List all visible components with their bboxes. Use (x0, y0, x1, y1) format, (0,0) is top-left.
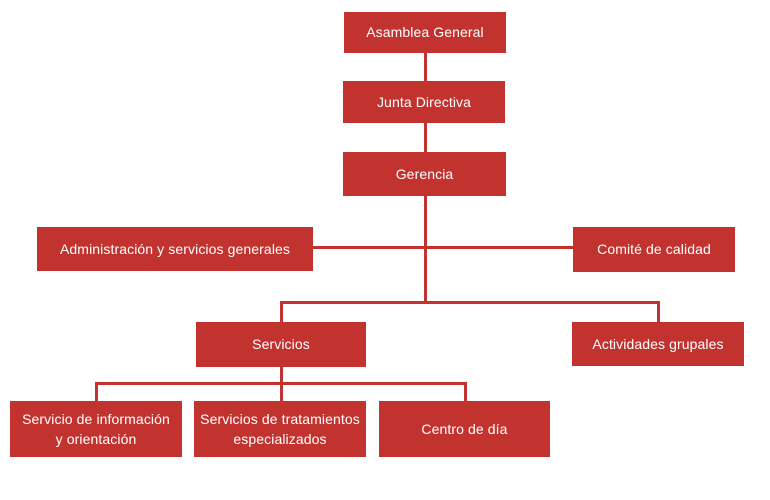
connector-admin-comite (313, 246, 573, 249)
connector-servicios-trunk (280, 367, 283, 383)
connector-servicios-actividades (280, 301, 660, 304)
connector-gerencia-trunk (424, 196, 427, 304)
connector-drop-centro-dia (464, 382, 467, 401)
connector-drop-tratamientos (280, 382, 283, 401)
org-node-gerencia: Gerencia (343, 152, 506, 196)
connector-drop-actividades (657, 301, 660, 322)
connector-junta-gerencia (424, 123, 427, 152)
connector-drop-servicios (280, 301, 283, 322)
org-node-administracion-servicios-generales: Administración y servicios generales (37, 227, 313, 271)
connector-asamblea-junta (424, 53, 427, 81)
connector-drop-servicio-informacion (95, 382, 98, 401)
org-node-junta-directiva: Junta Directiva (343, 81, 505, 123)
org-node-actividades-grupales: Actividades grupales (572, 322, 744, 366)
org-node-servicios: Servicios (196, 322, 366, 367)
org-node-servicio-informacion-orientacion: Servicio de información y orientación (10, 401, 182, 457)
org-node-centro-de-dia: Centro de día (379, 401, 550, 457)
org-node-asamblea-general: Asamblea General (344, 12, 506, 53)
org-node-comite-de-calidad: Comité de calidad (573, 227, 735, 272)
org-node-servicios-tratamientos-especializados: Servicios de tratamientos especializados (194, 401, 366, 457)
